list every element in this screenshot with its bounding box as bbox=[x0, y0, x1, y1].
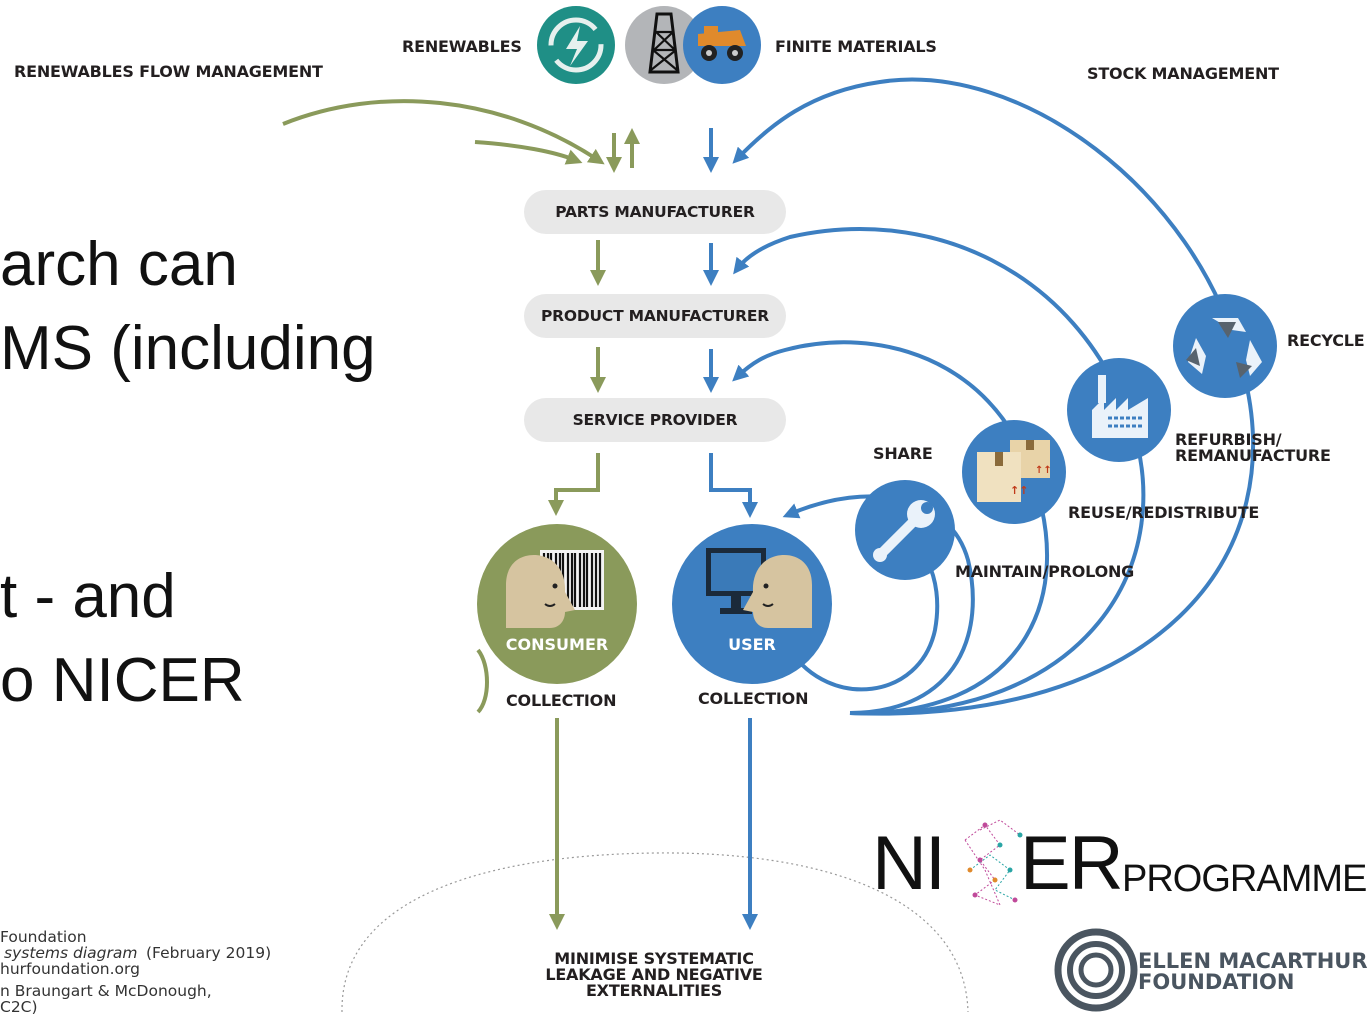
oil-derrick-icon bbox=[625, 6, 703, 84]
slide-text-line: o NICER bbox=[0, 646, 245, 715]
renewables-label: RENEWABLES bbox=[402, 37, 522, 56]
nicer-logo-ni: NI bbox=[872, 821, 946, 906]
footnote-line: hurfoundation.org bbox=[0, 960, 140, 978]
user-icon bbox=[672, 524, 832, 684]
nicer-logo-programme: PROGRAMME bbox=[1122, 858, 1367, 900]
slide-text-line: arch can bbox=[0, 230, 238, 299]
leakage-boundary bbox=[341, 852, 969, 1012]
boxes-icon: ↑↑ ↑↑ bbox=[962, 420, 1066, 524]
finite-materials-label: FINITE MATERIALS bbox=[775, 37, 937, 56]
footnote-line: C2C) bbox=[0, 998, 38, 1016]
mining-truck-icon bbox=[683, 6, 761, 84]
slide-text-line: MS (including bbox=[0, 314, 376, 383]
slide-text-line: t - and bbox=[0, 562, 176, 631]
leakage-label: LEAKAGE AND NEGATIVE bbox=[545, 965, 763, 984]
leakage-label: EXTERNALITIES bbox=[585, 981, 723, 1000]
green-to-consumer-arrow bbox=[548, 453, 600, 516]
maintain-prolong-label: MAINTAIN/PROLONG bbox=[955, 562, 1135, 581]
share-label: SHARE bbox=[873, 444, 933, 463]
reuse-redistribute-label: REUSE/REDISTRIBUTE bbox=[1068, 503, 1260, 522]
blue-to-user-arrow bbox=[709, 453, 758, 518]
emf-logo-icon bbox=[1054, 928, 1138, 1012]
leakage-label: MINIMISE SYSTEMATIC bbox=[554, 949, 754, 968]
green-collection-loop bbox=[476, 648, 489, 714]
user-label: USER bbox=[728, 635, 776, 654]
renewables-inflow-arrow-2 bbox=[474, 140, 583, 165]
renewables-icon bbox=[537, 6, 615, 84]
product-manufacturer-node: PRODUCT MANUFACTURER bbox=[524, 294, 786, 338]
nicer-logo-er: ER bbox=[1020, 821, 1124, 906]
svg-text:↑↑: ↑↑ bbox=[1010, 484, 1028, 497]
remanufacture-label: REMANUFACTURE bbox=[1175, 446, 1331, 465]
footnote-line: (February 2019) bbox=[146, 944, 272, 962]
parts-manufacturer-node: PARTS MANUFACTURER bbox=[524, 190, 786, 234]
footnote-line: Foundation bbox=[0, 928, 87, 946]
renewables-flow-management-label: RENEWABLES FLOW MANAGEMENT bbox=[14, 62, 323, 81]
nicer-network-icon bbox=[964, 819, 1023, 906]
collection-label-right: COLLECTION bbox=[698, 689, 809, 708]
collection-label-left: COLLECTION bbox=[506, 691, 617, 710]
factory-icon bbox=[1067, 358, 1171, 462]
emf-logo-text: ELLEN MACARTHUR bbox=[1138, 949, 1368, 973]
wrench-icon bbox=[855, 480, 955, 580]
maintain-loop bbox=[782, 494, 975, 715]
service-provider-node: SERVICE PROVIDER bbox=[524, 398, 786, 442]
stock-management-label: STOCK MANAGEMENT bbox=[1087, 64, 1279, 83]
renewables-inflow-arrow bbox=[282, 99, 605, 165]
svg-text:↑↑: ↑↑ bbox=[1035, 465, 1052, 476]
footnote-line: n Braungart & McDonough, bbox=[0, 982, 212, 1000]
recycle-icon bbox=[1173, 294, 1277, 398]
refurbish-label: REFURBISH/ bbox=[1175, 430, 1282, 449]
consumer-icon bbox=[477, 524, 637, 684]
recycle-loop bbox=[732, 77, 1256, 716]
footnote-line: systems diagram bbox=[4, 944, 138, 962]
consumer-label: CONSUMER bbox=[506, 635, 608, 654]
emf-logo-text: FOUNDATION bbox=[1138, 970, 1295, 994]
recycle-label: RECYCLE bbox=[1287, 331, 1365, 350]
